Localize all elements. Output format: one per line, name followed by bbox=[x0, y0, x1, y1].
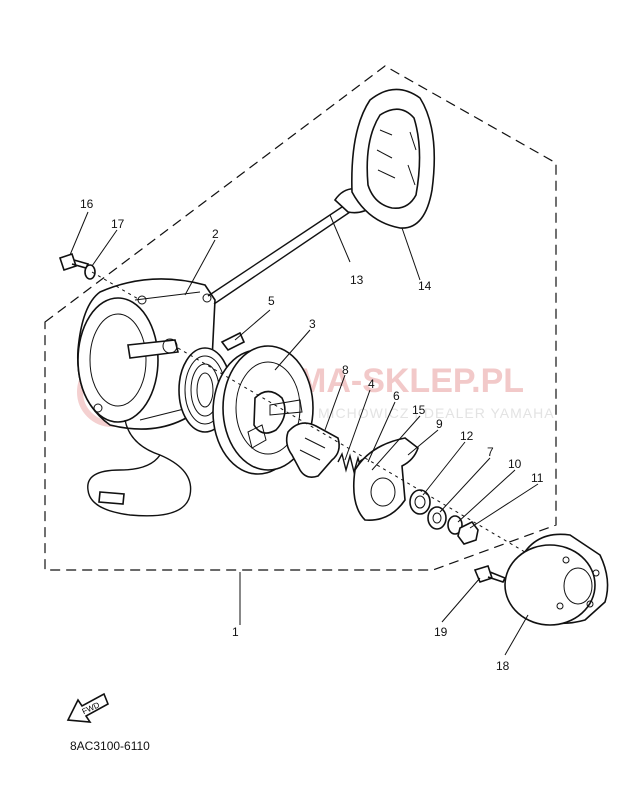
starter-rope bbox=[207, 204, 346, 297]
washer-17 bbox=[84, 264, 96, 280]
washer-12-hole bbox=[414, 495, 426, 509]
callout-6: 6 bbox=[393, 389, 400, 403]
washer-7-hole bbox=[432, 512, 442, 524]
callout-1: 1 bbox=[232, 625, 239, 639]
callout-10: 10 bbox=[508, 457, 522, 471]
bolt-19 bbox=[473, 565, 507, 583]
leader-lines bbox=[69, 211, 539, 656]
callout-19: 19 bbox=[434, 625, 448, 639]
drive-plate bbox=[504, 533, 609, 626]
callout-15: 15 bbox=[412, 403, 426, 417]
fwd-arrow-icon: FWD bbox=[66, 692, 110, 723]
callout-5: 5 bbox=[268, 294, 275, 308]
watermark: MA-SKLEP.PL MICHOWICZ | DEALER YAMAHA bbox=[77, 357, 555, 427]
drive-pawl-detail bbox=[299, 437, 326, 461]
callout-8: 8 bbox=[342, 363, 349, 377]
washer-10 bbox=[447, 515, 463, 535]
bolt-16 bbox=[58, 252, 90, 272]
assembly-boundary bbox=[44, 65, 557, 571]
callout-3: 3 bbox=[309, 317, 316, 331]
callout-9: 9 bbox=[436, 417, 443, 431]
washer-12 bbox=[409, 489, 431, 515]
callout-4: 4 bbox=[368, 377, 375, 391]
callout-16: 16 bbox=[80, 197, 94, 211]
axis-line bbox=[177, 347, 531, 556]
starter-rope-2 bbox=[213, 211, 351, 305]
callout-18: 18 bbox=[496, 659, 510, 673]
callout-14: 14 bbox=[418, 279, 432, 293]
callout-2: 2 bbox=[212, 227, 219, 241]
starter-handle bbox=[333, 88, 436, 229]
cable-end bbox=[98, 491, 125, 505]
callout-11: 11 bbox=[531, 471, 544, 485]
pawl-spring bbox=[337, 451, 363, 475]
callout-17: 17 bbox=[111, 217, 125, 231]
watermark-brand: MA-SKLEP.PL bbox=[298, 362, 524, 400]
callout-13: 13 bbox=[350, 273, 364, 287]
friction-plate bbox=[352, 437, 419, 521]
washer-7 bbox=[427, 506, 447, 530]
callout-7: 7 bbox=[487, 445, 494, 459]
callout-12: 12 bbox=[460, 429, 474, 443]
nut-11 bbox=[457, 520, 479, 545]
drive-pawl bbox=[285, 422, 340, 478]
watermark-subtitle: MICHOWICZ | DEALER YAMAHA bbox=[318, 405, 555, 421]
diagram-code: 8AC3100-6110 bbox=[70, 739, 150, 753]
callout-labels: 1 2 3 4 5 6 7 8 9 10 11 12 13 14 15 16 1… bbox=[80, 197, 544, 673]
bolt-axis bbox=[91, 271, 141, 301]
cable-loop bbox=[87, 419, 192, 517]
